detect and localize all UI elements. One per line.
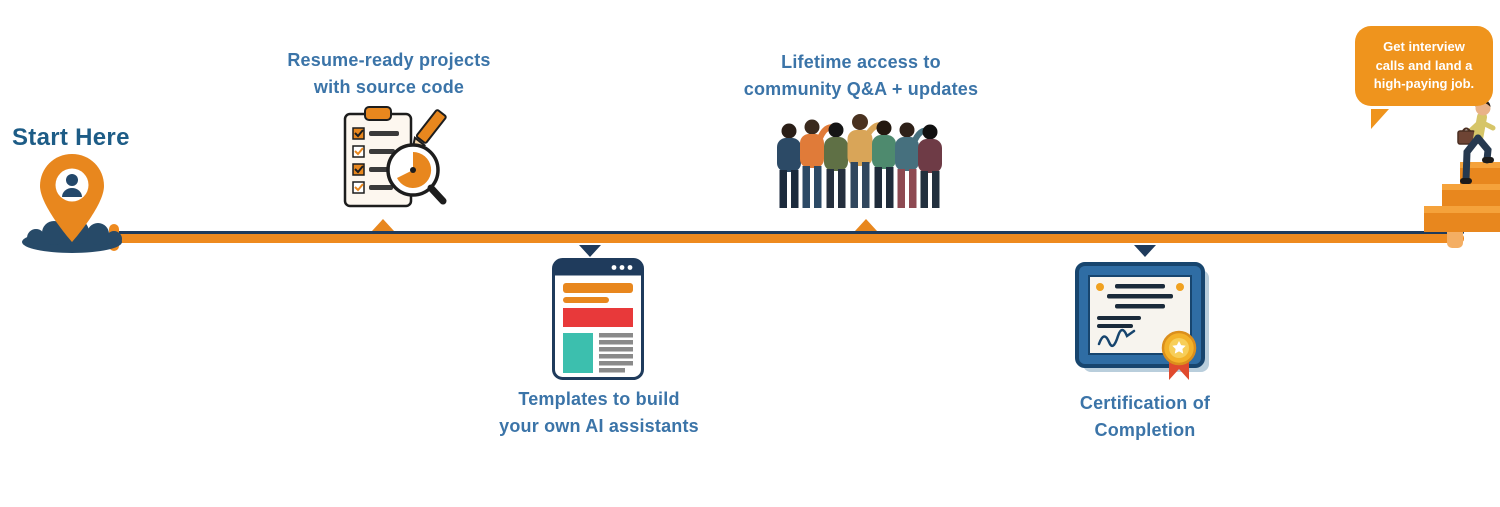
milestone-community-line1: Lifetime access to	[781, 52, 941, 72]
timeline-bar	[112, 234, 1464, 243]
start-here-label: Start Here	[12, 124, 130, 151]
milestone-label-community: Lifetime access to community Q&A + updat…	[730, 49, 992, 103]
milestone-projects-line1: Resume-ready projects	[287, 50, 491, 70]
marker-down-triangle-templates	[579, 245, 601, 257]
timeline-navy-line	[112, 231, 1464, 234]
bubble-line1: Get interview	[1383, 39, 1465, 54]
person-climbing-stairs-illustration	[1424, 99, 1500, 232]
bubble-line2: calls and land a	[1375, 57, 1473, 73]
marker-down-triangle-certification	[1134, 245, 1156, 257]
milestone-label-projects: Resume-ready projects with source code	[258, 47, 520, 101]
bubble-tail	[1371, 109, 1389, 129]
milestone-community-line2: community Q&A + updates	[743, 79, 979, 99]
bubble-line3: high-paying job.	[1373, 76, 1475, 91]
milestone-certification-line2: Completion	[1094, 420, 1196, 440]
milestone-projects-line2: with source code	[313, 77, 465, 97]
marker-up-triangle-projects	[372, 219, 394, 231]
interview-callout-bubble: Get interview calls and land a high-payi…	[1355, 26, 1493, 106]
certificate-of-completion-illustration	[1075, 262, 1209, 380]
milestone-certification-line1: Certification of	[1079, 393, 1211, 413]
checklist-magnifier-illustration	[343, 106, 447, 208]
milestone-templates-line2: your own AI assistants	[499, 416, 699, 436]
community-people-group-illustration	[777, 114, 942, 208]
milestone-label-certification: Certification of Completion	[1014, 390, 1276, 444]
milestone-label-templates: Templates to build your own AI assistant…	[468, 386, 730, 440]
location-pin-person-icon	[22, 154, 122, 253]
browser-template-illustration	[552, 258, 644, 380]
marker-up-triangle-community	[855, 219, 877, 231]
milestone-templates-line1: Templates to build	[518, 389, 680, 409]
